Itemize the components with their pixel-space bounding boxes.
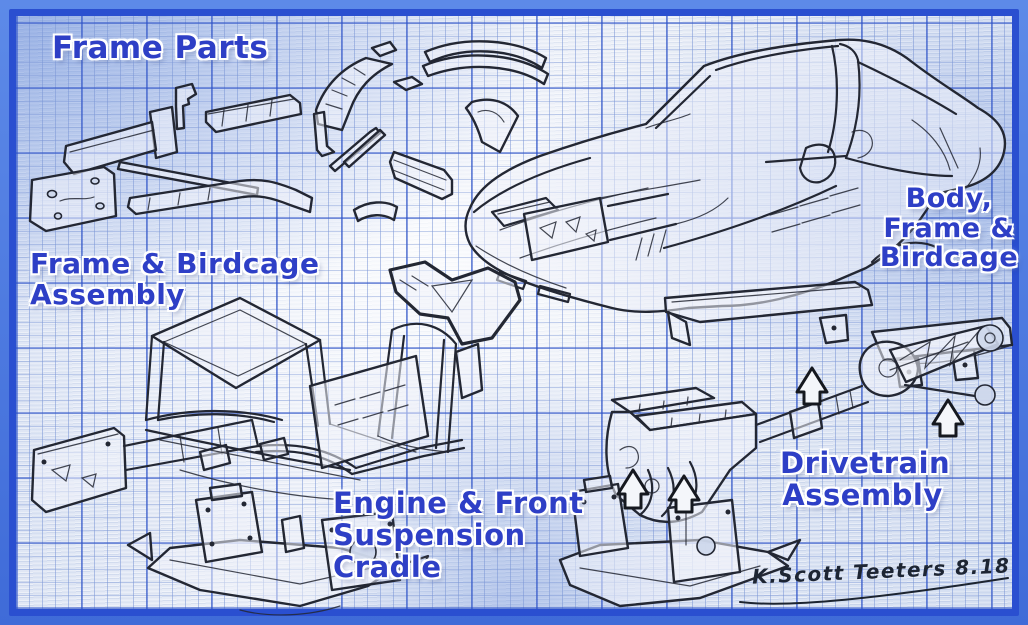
up-arrow-icon <box>795 366 829 406</box>
label-line: Assembly <box>30 277 186 311</box>
signature-flourish <box>739 577 1009 605</box>
label-line: Body, <box>905 183 993 214</box>
label-line: Drivetrain <box>780 446 951 480</box>
up-arrow-icon <box>616 468 650 510</box>
loose-birdcage-section-sketch <box>388 260 522 346</box>
label-line: Assembly <box>782 477 943 512</box>
engine-front-suspension-cradle-sketch <box>126 482 430 616</box>
label-body-frame-birdcage: Body, Frame & Birdcage <box>878 184 1020 273</box>
body-frame-birdcage-sketch <box>464 38 1007 313</box>
label-line: Engine & Front <box>333 486 584 520</box>
label-drivetrain-assembly: Drivetrain Assembly <box>780 446 951 512</box>
up-arrow-icon <box>667 474 701 514</box>
drivetrain-assembly-sketch <box>558 280 1014 608</box>
frame-birdcage-assembly-sketch <box>30 296 484 514</box>
label-frame-birdcage-assembly: Frame & Birdcage Assembly <box>30 247 320 311</box>
label-engine-front-suspension-cradle: Engine & Front Suspension Cradle <box>333 486 584 584</box>
label-line: Frame & Birdcage <box>30 247 320 280</box>
frame-parts-sketch <box>28 40 550 233</box>
label-line: Cradle <box>333 549 442 584</box>
label-line: Frame Parts <box>52 30 269 66</box>
label-line: Frame & <box>883 212 1015 244</box>
label-line: Suspension <box>333 517 526 552</box>
up-arrow-icon <box>931 398 965 438</box>
label-line: Birdcage <box>879 242 1019 274</box>
label-frame-parts: Frame Parts <box>52 31 268 65</box>
